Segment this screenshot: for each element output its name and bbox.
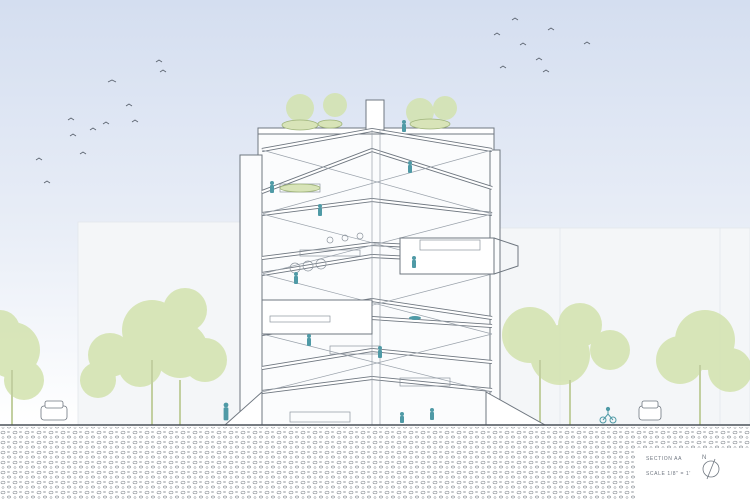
tree-icon (0, 93, 750, 400)
building-section (223, 99, 547, 426)
scale-label: SCALE 1/8" = 1' (646, 471, 691, 477)
bird-icon (35, 17, 591, 184)
ground-gravel-pattern (0, 427, 750, 500)
legend-panel (636, 448, 750, 500)
north-arrow-icon (702, 458, 720, 480)
tree-trunks (11, 360, 701, 425)
bicycle-icon (599, 406, 617, 424)
north-label: N (702, 455, 706, 461)
section-title: SECTION AA (646, 456, 683, 462)
roof-garden (279, 118, 451, 193)
car-icon (40, 400, 662, 421)
person-icon (223, 120, 434, 423)
